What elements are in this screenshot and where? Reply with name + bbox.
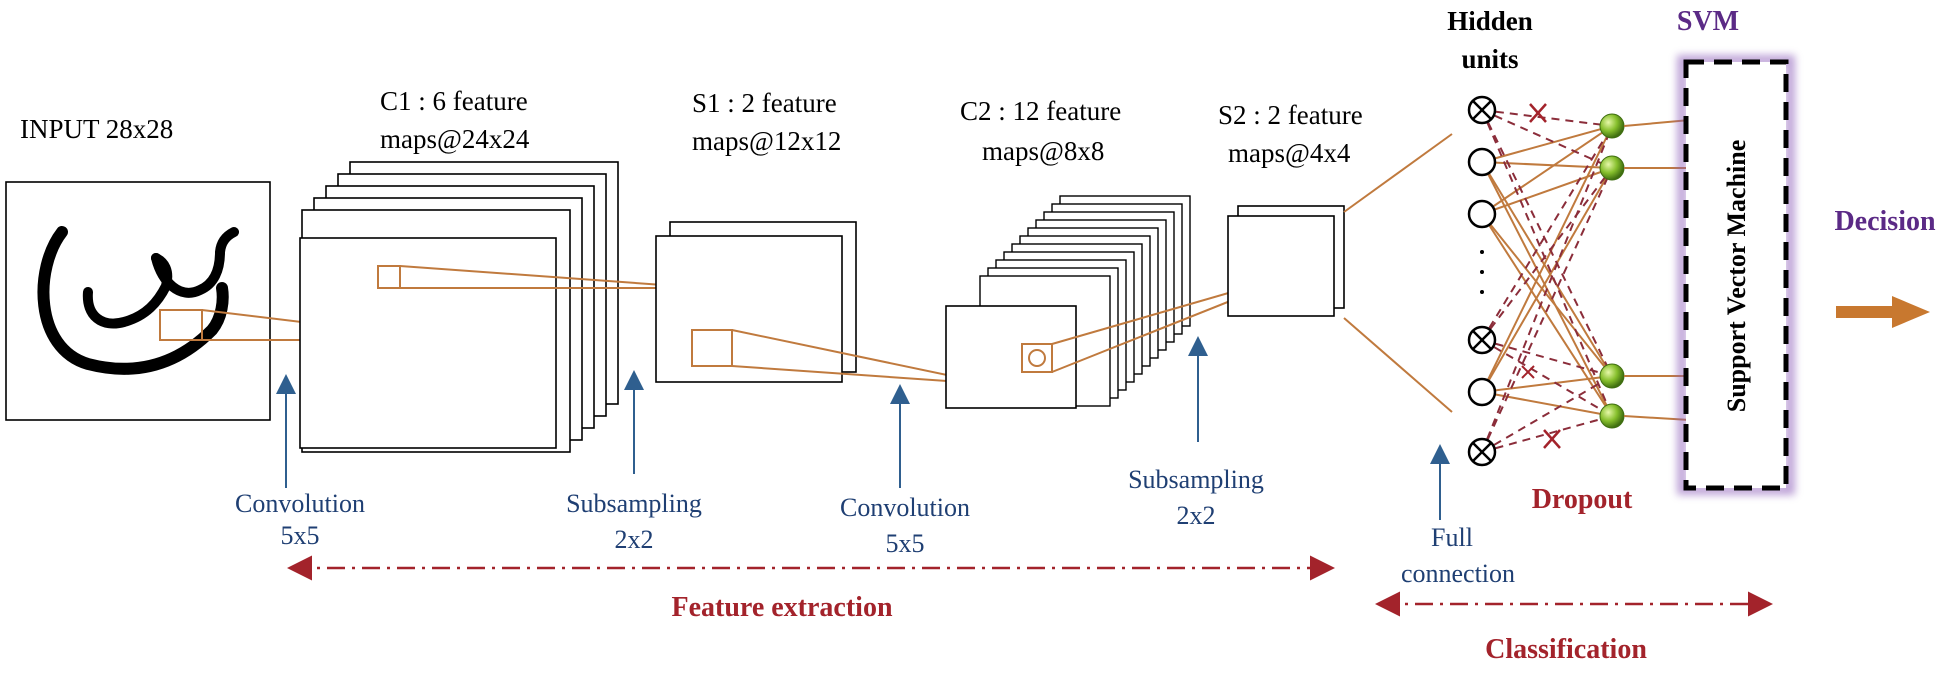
- s2-label-line2: maps@4x4: [1228, 138, 1351, 168]
- full-connection-line: [1343, 133, 1453, 213]
- s1-receptive-field: [691, 329, 733, 367]
- sub1-projection-line: [399, 265, 706, 289]
- full-label-line2: connection: [1401, 559, 1515, 588]
- svm-box: [1683, 59, 1789, 491]
- s1-label-line2: maps@12x12: [692, 126, 841, 156]
- hidden-label-line2: units: [1461, 44, 1518, 74]
- sub1-label-line2: 2x2: [615, 525, 654, 554]
- decision-label: Decision: [1834, 206, 1936, 237]
- full-connection-line: [1343, 317, 1453, 413]
- arabic-letter-glyph: [37, 226, 239, 375]
- green-ball-icon: [1599, 363, 1625, 389]
- feature-extraction-label: Feature extraction: [671, 592, 892, 623]
- circle-x-icon: [1467, 95, 1497, 125]
- decision-arrow-icon: [1836, 296, 1930, 328]
- s1-feature-map-stack: [655, 221, 857, 383]
- empty-circle-icon: [1467, 147, 1497, 177]
- x-mark-icon: [1521, 365, 1535, 379]
- input-receptive-field: [159, 309, 203, 341]
- empty-circle-icon: [1467, 377, 1497, 407]
- c1-feature-map-stack: [299, 161, 619, 453]
- input-label: INPUT 28x28: [20, 114, 173, 144]
- c1-label-line2: maps@24x24: [380, 124, 530, 154]
- svm-box-label: Support Vector Machine: [1722, 140, 1751, 413]
- conv2-label-line1: Convolution: [840, 493, 970, 522]
- c2-receptive-field: [1021, 343, 1053, 373]
- s1-label-line1: S1 : 2 feature: [692, 88, 837, 118]
- green-ball-icon: [1599, 113, 1625, 139]
- circle-x-icon: [1467, 437, 1497, 467]
- sub2-label-line1: Subsampling: [1128, 465, 1264, 494]
- conv2-label-line2: 5x5: [886, 529, 925, 558]
- x-mark-icon: [1529, 103, 1547, 123]
- hidden-label-line1: Hidden: [1447, 6, 1533, 36]
- green-ball-icon: [1599, 403, 1625, 429]
- classification-label: Classification: [1485, 634, 1647, 665]
- c1-receptive-field: [377, 265, 401, 289]
- svm-title: SVM: [1677, 6, 1739, 37]
- empty-circle-icon: [1467, 199, 1497, 229]
- conv1-label-line2: 5x5: [281, 521, 320, 550]
- conv1-label-line1: Convolution: [235, 489, 365, 518]
- s2-feature-map-stack: [1227, 205, 1345, 317]
- circle-x-icon: [1467, 325, 1497, 355]
- dropped-connections: [1481, 109, 1613, 453]
- c2-label-line2: maps@8x8: [982, 136, 1104, 166]
- sub2-label-line2: 2x2: [1177, 501, 1216, 530]
- c2-receptive-field-marker: [1028, 349, 1046, 367]
- x-mark-icon: [1543, 429, 1561, 449]
- ellipsis-dots: [1480, 250, 1484, 294]
- c2-feature-map-stack: [945, 195, 1191, 409]
- sub1-label-line1: Subsampling: [566, 489, 702, 518]
- s2-label-line1: S2 : 2 feature: [1218, 100, 1363, 130]
- green-ball-icon: [1599, 155, 1625, 181]
- full-label-line1: Full: [1431, 523, 1473, 552]
- dropout-label: Dropout: [1532, 484, 1633, 515]
- c1-label-line1: C1 : 6 feature: [380, 86, 528, 116]
- c2-label-line1: C2 : 12 feature: [960, 96, 1121, 126]
